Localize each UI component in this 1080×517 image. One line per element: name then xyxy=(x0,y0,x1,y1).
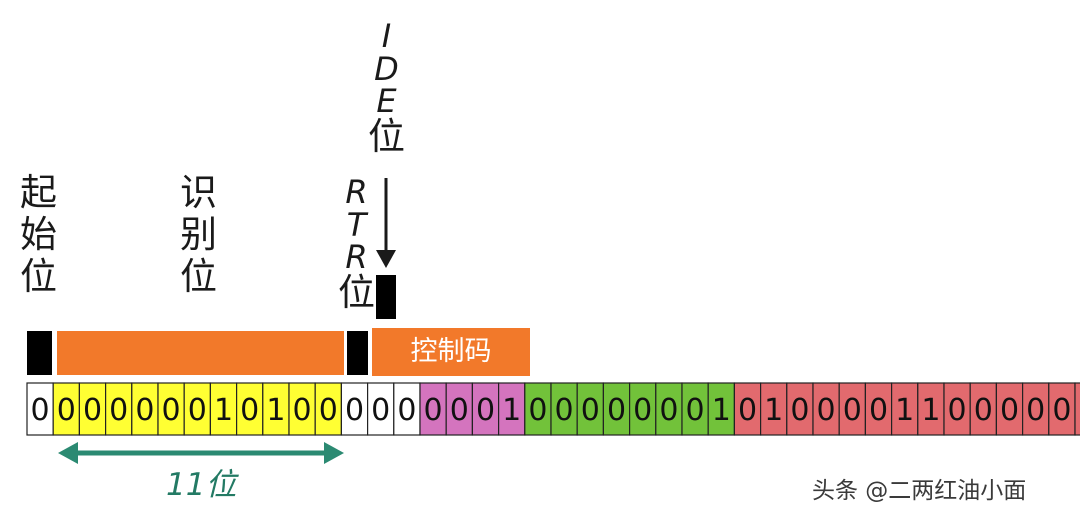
bit-cell xyxy=(104,382,133,436)
bit-cell xyxy=(628,382,657,436)
bit-cell xyxy=(26,382,54,436)
bit-cell xyxy=(1021,382,1050,436)
bit-cell xyxy=(498,382,526,436)
bit-value: 0 xyxy=(397,393,416,428)
bit-value: 1 xyxy=(712,393,731,428)
bit-cell xyxy=(367,382,395,436)
bit-cell xyxy=(471,382,500,436)
bit-value: 0 xyxy=(293,393,312,428)
bit-value: 0 xyxy=(738,393,757,428)
bit-value: 0 xyxy=(424,393,443,428)
bit-cell xyxy=(812,382,840,436)
bit-value: 0 xyxy=(476,393,495,428)
bit-value: 0 xyxy=(1052,393,1071,428)
bit-value: 0 xyxy=(843,393,862,428)
ide-bit-label: I D E 位 xyxy=(368,17,405,158)
bit-value: 1 xyxy=(214,393,233,428)
rtr-bit-label: R T R 位 xyxy=(338,173,375,314)
watermark: 头条 @二两红油小面 xyxy=(812,478,1027,504)
bit-cell xyxy=(445,382,474,436)
rtr-bit-marker xyxy=(347,331,368,375)
bit-value: 0 xyxy=(57,393,76,428)
bit-cell xyxy=(288,382,316,436)
bit-cell xyxy=(419,382,447,436)
bit-cell xyxy=(655,382,683,436)
bit-value: 1 xyxy=(266,393,285,428)
bit-cell xyxy=(393,382,421,436)
bit-value: 0 xyxy=(686,393,705,428)
bit-cell xyxy=(786,382,814,436)
bit-value: 0 xyxy=(633,393,652,428)
bit-value: 0 xyxy=(371,393,390,428)
bit-value: 0 xyxy=(31,393,50,428)
bit-value: 1 xyxy=(895,393,914,428)
bit-cell xyxy=(576,382,605,436)
bit-value: 0 xyxy=(135,393,154,428)
start-bit-label: 起 始 位 xyxy=(20,171,57,298)
bit-cell xyxy=(759,382,788,436)
bit-value: 0 xyxy=(974,393,993,428)
bit-value: 0 xyxy=(345,393,364,428)
bit-value: 0 xyxy=(948,393,967,428)
bit-value: 0 xyxy=(319,393,338,428)
bit-value: 0 xyxy=(1000,393,1019,428)
bit-value: 0 xyxy=(607,393,626,428)
start-bit-marker xyxy=(27,331,52,375)
bit-value: 0 xyxy=(188,393,207,428)
bit-value: 0 xyxy=(528,393,547,428)
ide-bit-marker xyxy=(376,275,396,319)
bit-value: 0 xyxy=(162,393,181,428)
bit-value: 0 xyxy=(790,393,809,428)
bit-cell xyxy=(917,382,945,436)
bit-cell xyxy=(78,382,107,436)
control-field-bar xyxy=(372,328,530,376)
bit-cell xyxy=(131,382,159,436)
bit-value: 1 xyxy=(921,393,940,428)
identifier-bar xyxy=(57,331,344,375)
bit-value: 0 xyxy=(1079,393,1080,428)
bit-cell xyxy=(602,382,631,436)
identifier-label: 识 别 位 xyxy=(180,171,217,298)
bit-cell xyxy=(1074,382,1080,436)
bit-cell xyxy=(969,382,998,436)
bit-value: 0 xyxy=(817,393,836,428)
bit-cell xyxy=(183,382,211,436)
bit-cell xyxy=(52,382,81,436)
control-field-label: 控制码 xyxy=(410,336,492,367)
bit-cell xyxy=(707,382,736,436)
bit-value: 0 xyxy=(869,393,888,428)
bit-value: 0 xyxy=(240,393,259,428)
identifier-length-label: 11位 xyxy=(166,467,237,503)
bit-value: 0 xyxy=(555,393,574,428)
bit-value: 1 xyxy=(502,393,521,428)
bit-cell xyxy=(314,382,343,436)
bit-value: 0 xyxy=(1026,393,1045,428)
bit-value: 0 xyxy=(581,393,600,428)
bit-value: 0 xyxy=(659,393,678,428)
bit-cell xyxy=(943,382,971,436)
bit-value: 0 xyxy=(83,393,102,428)
bit-cell xyxy=(209,382,238,436)
bit-cell xyxy=(550,382,578,436)
bit-cell xyxy=(157,382,185,436)
bit-cell xyxy=(890,382,919,436)
bit-value: 0 xyxy=(450,393,469,428)
bit-cell xyxy=(524,382,552,436)
bit-value: 0 xyxy=(109,393,128,428)
bit-value: 1 xyxy=(764,393,783,428)
